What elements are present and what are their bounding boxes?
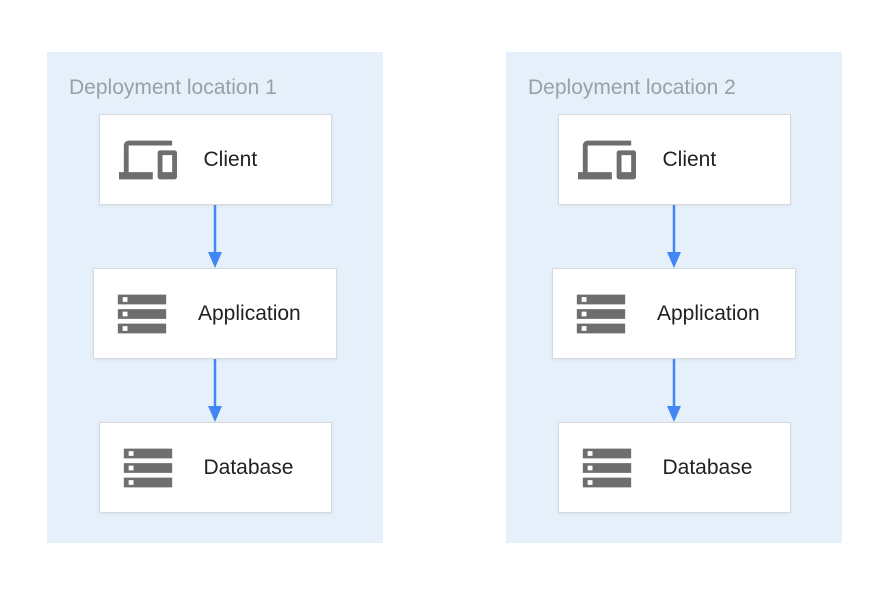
server-stack-icon: [572, 285, 630, 343]
node-column: Client Application: [506, 114, 842, 513]
node-label: Client: [203, 147, 258, 171]
node-database: Database: [557, 422, 791, 513]
deployment-panel-1: Deployment location 1 Client: [47, 52, 383, 543]
node-client: Client: [98, 114, 332, 205]
node-column: Client Application: [47, 114, 383, 513]
server-stack-icon: [113, 285, 171, 343]
node-label: Client: [662, 147, 717, 171]
server-stack-icon: [119, 439, 177, 497]
server-stack-icon: [578, 439, 636, 497]
flow-connector: [47, 359, 383, 422]
arrow-down-icon: [208, 359, 222, 422]
deployment-panel-2: Deployment location 2 Client: [506, 52, 842, 543]
node-application: Application: [552, 268, 796, 359]
flow-connector: [506, 359, 842, 422]
node-label: Application: [198, 301, 301, 325]
node-label: Database: [662, 455, 753, 479]
panel-title: Deployment location 1: [69, 76, 277, 99]
node-application: Application: [93, 268, 337, 359]
devices-icon: [577, 131, 636, 189]
arrow-down-icon: [667, 359, 681, 422]
arrow-down-icon: [208, 205, 222, 268]
node-database: Database: [98, 422, 332, 513]
node-client: Client: [557, 114, 791, 205]
arrow-down-icon: [667, 205, 681, 268]
node-label: Database: [203, 455, 294, 479]
panel-title: Deployment location 2: [528, 76, 736, 99]
flow-connector: [506, 205, 842, 268]
flow-connector: [47, 205, 383, 268]
devices-icon: [118, 131, 177, 189]
node-label: Application: [657, 301, 760, 325]
